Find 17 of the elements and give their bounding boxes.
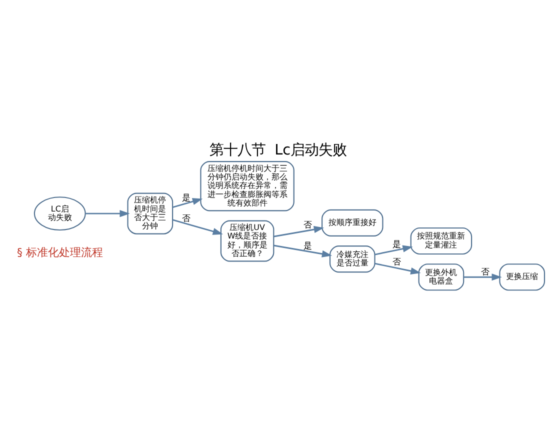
arrow xyxy=(172,198,203,208)
arrow xyxy=(274,244,332,257)
arrow xyxy=(374,262,421,274)
arrow xyxy=(374,244,413,255)
edge-label: 是 xyxy=(392,240,402,250)
edge-label: 是 xyxy=(182,192,192,203)
edge-label: 否 xyxy=(182,214,192,224)
arrow xyxy=(86,210,130,217)
arrow xyxy=(172,218,223,234)
arrow xyxy=(464,273,502,280)
arrow xyxy=(274,226,324,237)
edge-label: 否 xyxy=(481,267,490,278)
edge-label: 是 xyxy=(303,241,312,252)
edge-label: 否 xyxy=(392,257,402,268)
edge-label: 否 xyxy=(303,220,312,230)
label: § 标准化处理流程 xyxy=(16,245,103,258)
diagram-title: 第十八节 Lc启动失败 xyxy=(209,142,347,158)
